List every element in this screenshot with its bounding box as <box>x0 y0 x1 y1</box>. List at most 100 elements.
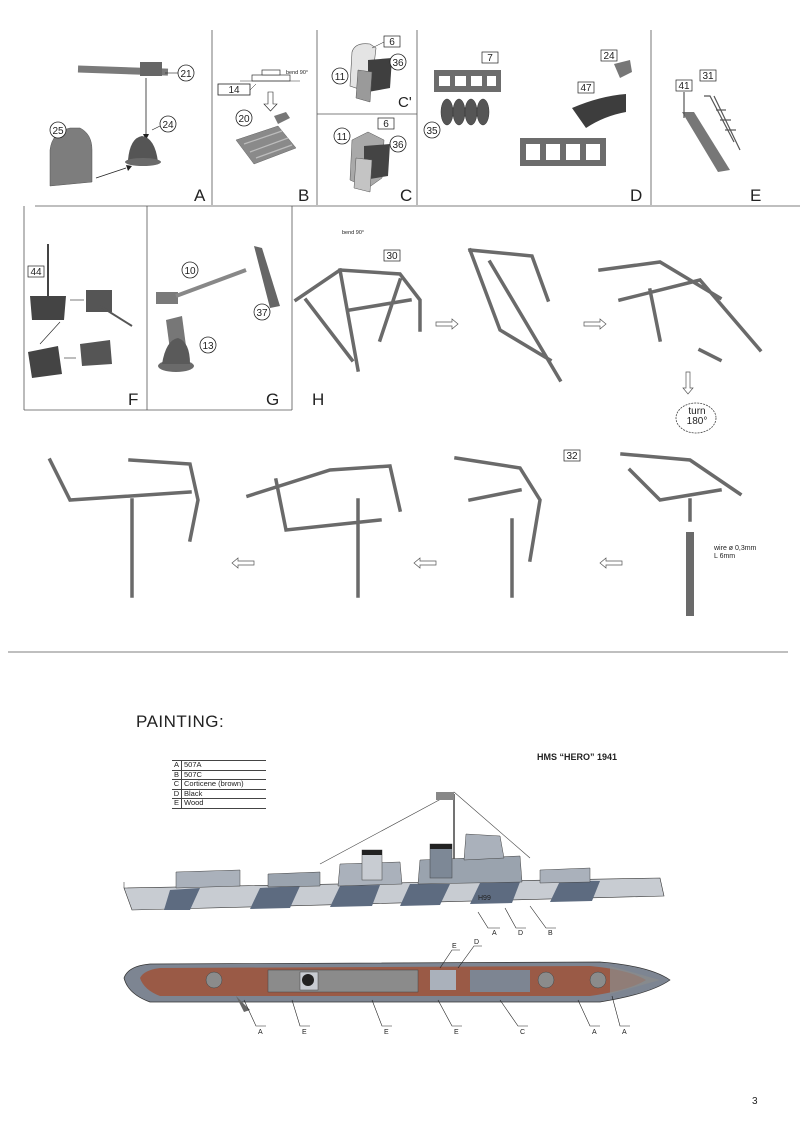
panel-label-e: E <box>750 186 762 205</box>
panel-h-art-row1 <box>47 247 763 598</box>
svg-text:41: 41 <box>678 81 690 92</box>
svg-text:32: 32 <box>566 451 578 462</box>
hull-number: H99 <box>478 895 491 902</box>
side-label-a: A <box>492 930 497 937</box>
callout-20: 20 <box>235 109 253 127</box>
wire-note: wire ø 0,3mm L 6mm <box>714 545 757 560</box>
plan-label-a1: A <box>258 1029 263 1036</box>
svg-text:11: 11 <box>335 72 346 83</box>
callout-36a: 36 <box>389 53 407 71</box>
callout-21: 21 <box>165 64 195 82</box>
callout-11a: 11 <box>331 67 349 85</box>
svg-text:30: 30 <box>386 251 398 262</box>
panel-d-art <box>434 60 632 166</box>
side-label-b: B <box>548 930 553 937</box>
plan-label-e-top: E <box>452 943 457 950</box>
panel-label-b: B <box>298 186 310 205</box>
callout-6b: 6 <box>377 117 395 130</box>
svg-text:37: 37 <box>256 308 268 319</box>
panel-dividers <box>8 30 800 653</box>
callout-30: 30 <box>383 249 401 262</box>
panel-g-art <box>156 246 280 372</box>
svg-text:10: 10 <box>184 266 196 277</box>
ship-title: HMS “HERO” 1941 <box>537 752 618 762</box>
callout-11b: 11 <box>333 127 351 145</box>
svg-text:20: 20 <box>238 114 250 125</box>
assembly-diagrams: 21 24 25 14 20 6 11 36 6 11 36 <box>8 30 800 653</box>
plan-label-c: C <box>520 1029 525 1036</box>
svg-text:13: 13 <box>202 341 214 352</box>
callout-14: 14 <box>228 85 240 96</box>
panel-label-f: F <box>128 390 139 409</box>
plan-label-a2: A <box>592 1029 597 1036</box>
callout-32: 32 <box>563 449 581 462</box>
panel-label-a: A <box>194 186 206 205</box>
wire-rod <box>686 532 694 616</box>
panel-label-d: D <box>630 186 643 205</box>
svg-text:35: 35 <box>426 126 438 137</box>
plan-label-e2: E <box>384 1029 389 1036</box>
callout-24b: 24 <box>600 49 618 62</box>
svg-text:44: 44 <box>30 267 42 278</box>
page-number: 3 <box>752 1096 758 1107</box>
ship-top-plan <box>123 961 671 1012</box>
side-label-lines <box>477 905 556 929</box>
callout-41: 41 <box>675 79 693 92</box>
turn-note: turn 180° <box>686 406 708 427</box>
svg-text:36: 36 <box>392 140 404 151</box>
panel-f-art <box>28 244 133 378</box>
svg-text:36: 36 <box>392 58 404 69</box>
callout-37: 37 <box>253 303 271 321</box>
ship-side-profile <box>123 791 665 911</box>
svg-text:31: 31 <box>702 71 714 82</box>
callout-6a: 6 <box>371 35 401 49</box>
svg-text:21: 21 <box>180 69 192 80</box>
turn-circle <box>675 402 717 434</box>
callout-25: 25 <box>49 121 67 139</box>
plan-label-lines <box>243 945 630 1027</box>
callout-35: 35 <box>423 121 441 139</box>
bend-note-h: bend 90° <box>342 230 365 236</box>
svg-text:24: 24 <box>603 51 615 62</box>
svg-text:6: 6 <box>383 119 389 130</box>
svg-text:25: 25 <box>52 126 64 137</box>
painting-title: PAINTING: <box>136 712 225 731</box>
svg-text:14: 14 <box>228 85 240 96</box>
panel-a-art <box>49 62 169 187</box>
plan-label-d-top: D <box>474 939 479 946</box>
panel-c-bottom-art <box>349 131 390 193</box>
panel-b-art <box>217 69 300 165</box>
svg-text:24: 24 <box>162 120 174 131</box>
panel-label-g: G <box>266 390 280 409</box>
plan-label-a3: A <box>622 1029 627 1036</box>
callout-13: 13 <box>199 336 217 354</box>
plan-label-e3: E <box>454 1029 459 1036</box>
svg-text:6: 6 <box>389 37 395 48</box>
panel-label-c: C <box>400 186 413 205</box>
ship-profiles: A D B H99 E D A E E E C A A <box>123 791 671 1036</box>
callout-24a: 24 <box>151 115 177 133</box>
bend-note-b: bend 90° <box>286 70 309 76</box>
callout-36b: 36 <box>389 135 407 153</box>
panel-e-art <box>682 92 741 172</box>
callout-10: 10 <box>181 261 199 279</box>
svg-text:11: 11 <box>337 132 348 143</box>
panel-c-top-art <box>349 43 392 103</box>
callout-44: 44 <box>27 265 45 278</box>
callout-47: 47 <box>577 81 595 94</box>
svg-text:7: 7 <box>487 53 493 64</box>
plan-label-e1: E <box>302 1029 307 1036</box>
callout-7: 7 <box>481 51 499 64</box>
svg-text:47: 47 <box>580 83 592 94</box>
step-arrows <box>231 318 694 569</box>
panel-label-h: H <box>312 390 325 409</box>
side-label-d: D <box>518 930 523 937</box>
callout-31: 31 <box>699 69 717 82</box>
panel-label-c-prime: C' <box>398 94 412 111</box>
